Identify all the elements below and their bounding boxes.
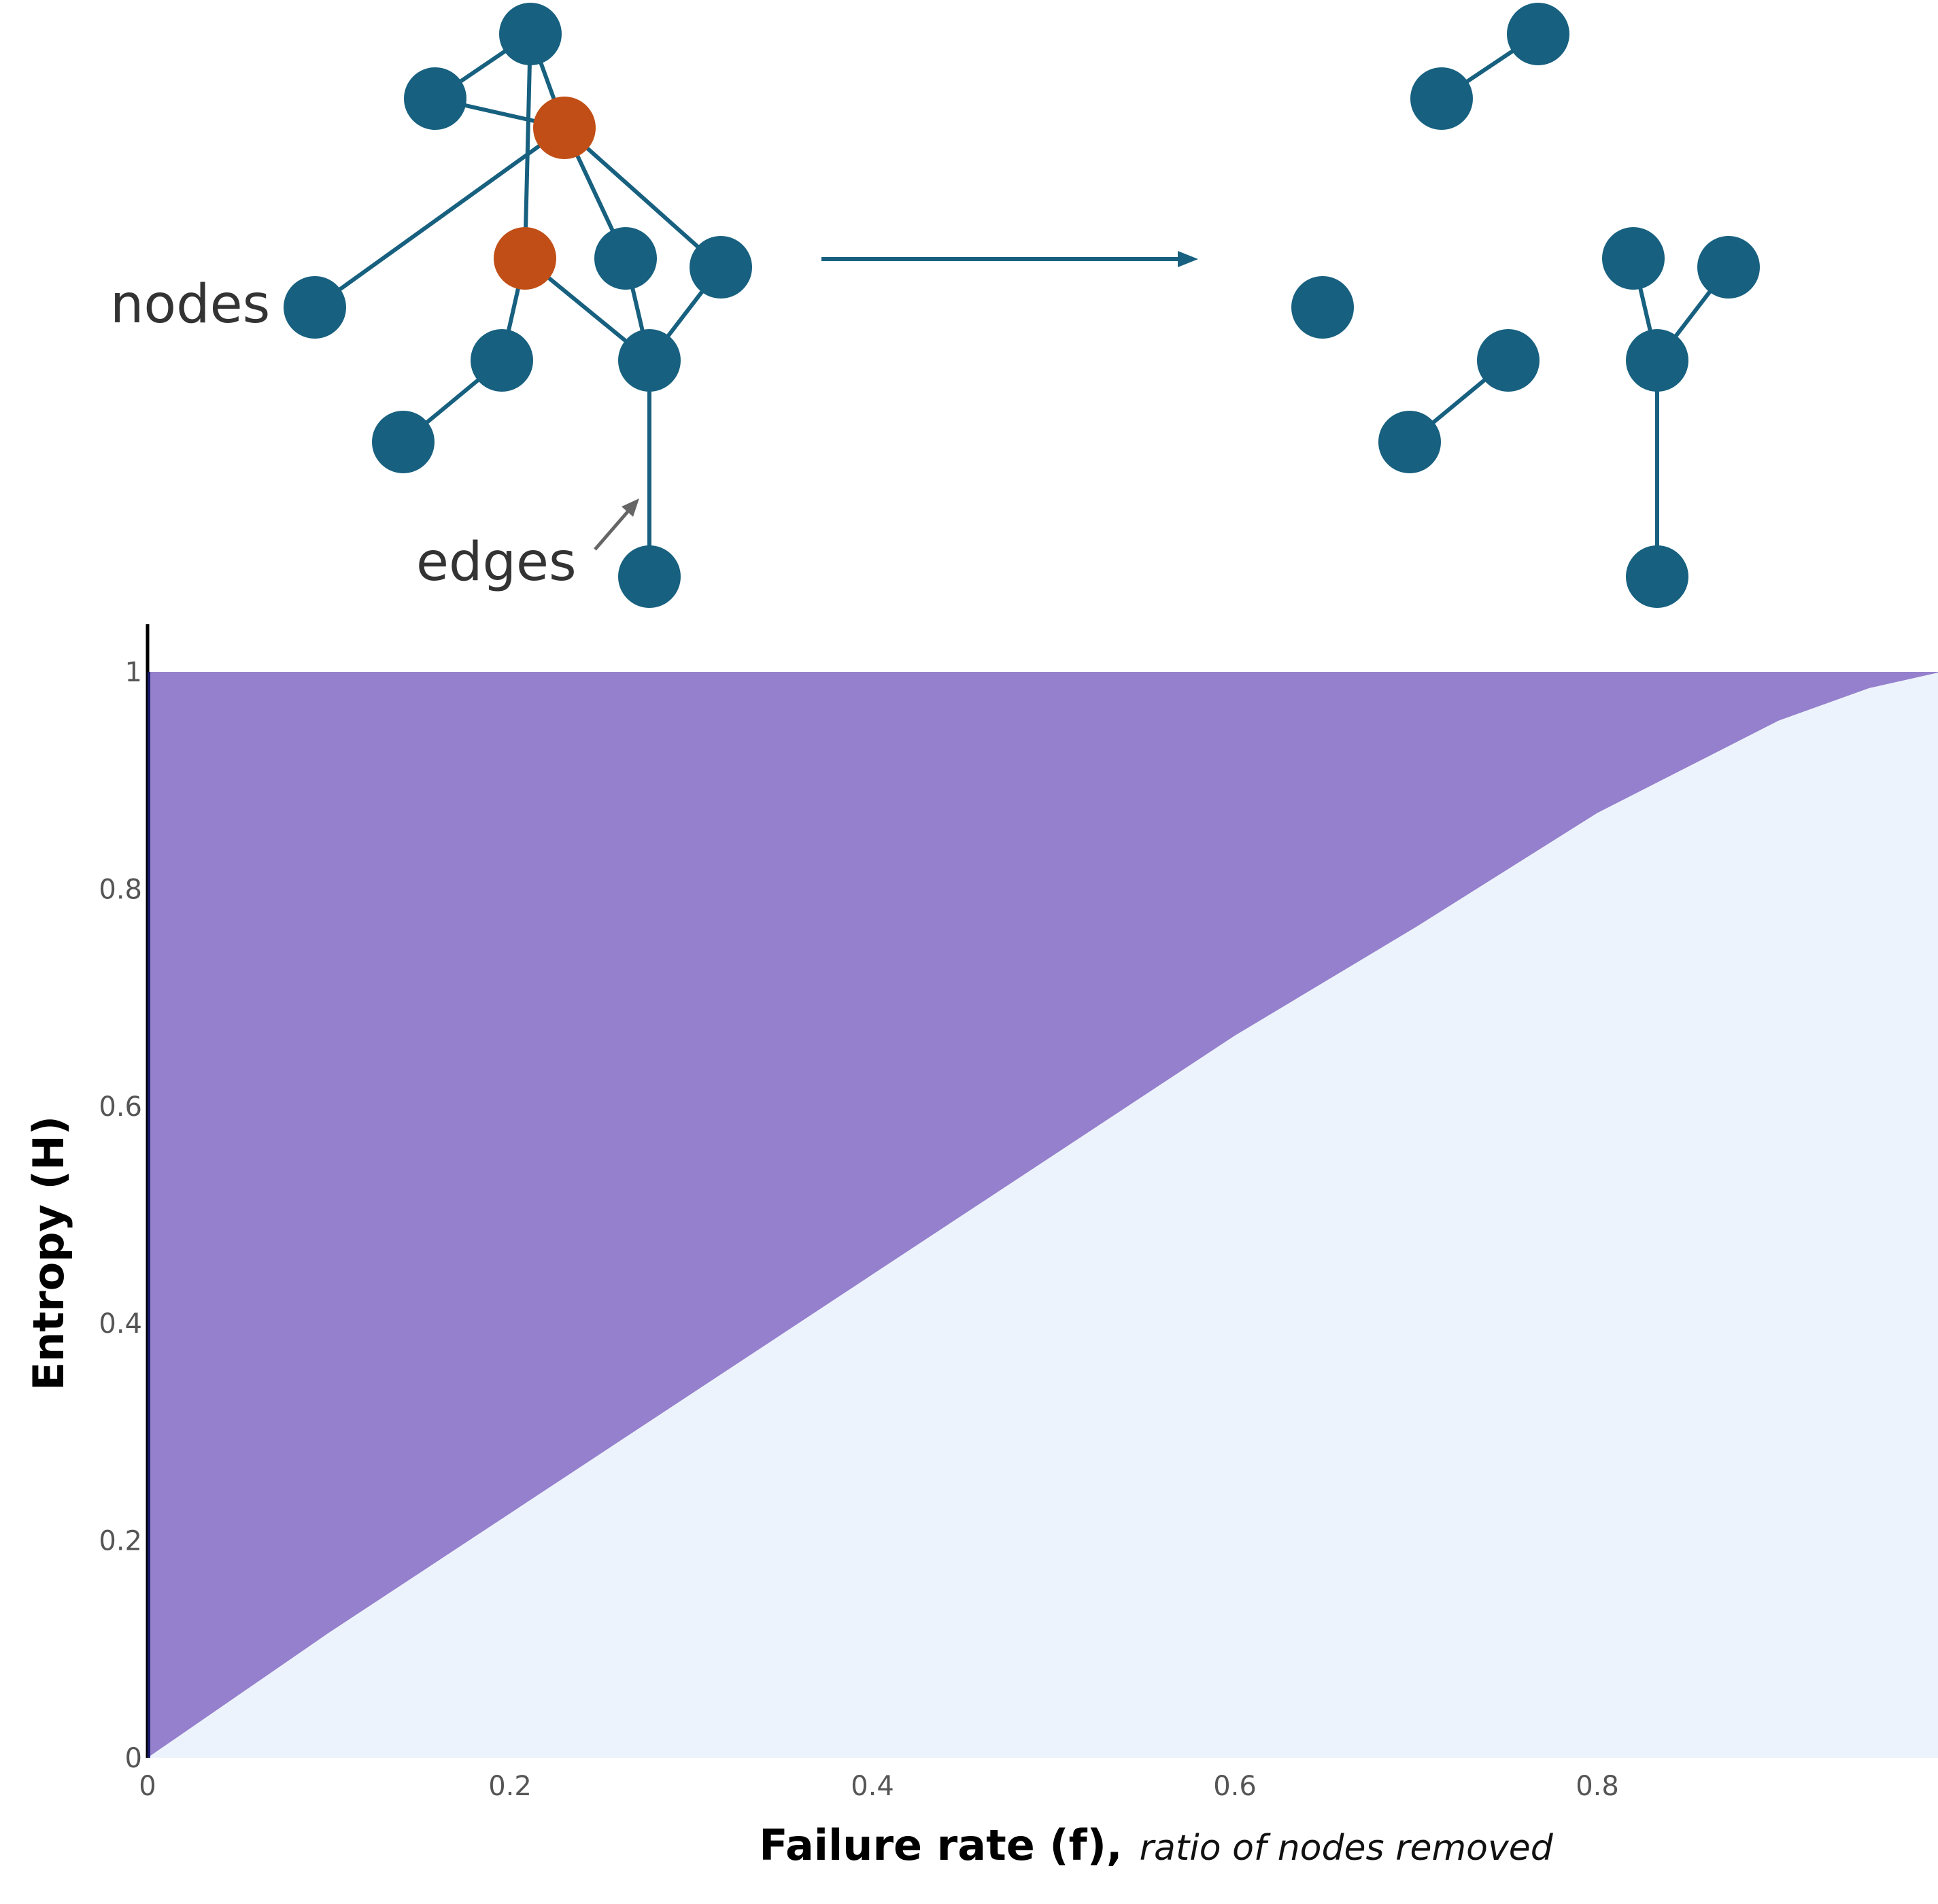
node xyxy=(372,411,435,473)
y-tick-label: 0.8 xyxy=(99,874,142,905)
edge xyxy=(523,33,532,259)
x-tick-label: 0.2 xyxy=(488,1771,532,1802)
y-ticks: 0 0.2 0.4 0.6 0.8 1 xyxy=(99,657,142,1774)
x-tick-label: 0.8 xyxy=(1576,1771,1619,1802)
y-tick-label: 0.6 xyxy=(99,1091,142,1123)
failed-node xyxy=(494,227,556,290)
failed-node xyxy=(533,97,596,159)
x-axis-sublabel: ratio of nodes removed xyxy=(1140,1828,1554,1869)
x-ticks: 0 0.2 0.4 0.6 0.8 xyxy=(139,1771,1619,1802)
edges-callout-arrow xyxy=(594,498,639,551)
node xyxy=(690,236,752,299)
y-tick-label: 1 xyxy=(125,657,142,688)
edge xyxy=(563,126,722,269)
network-before-edges xyxy=(313,32,723,577)
edge xyxy=(313,126,566,309)
x-tick-label: 0.4 xyxy=(851,1771,894,1802)
y-tick-label: 0 xyxy=(125,1743,142,1774)
nodes-callout: nodes xyxy=(110,274,270,335)
node xyxy=(1697,236,1760,299)
y-tick-label: 0.2 xyxy=(99,1526,142,1557)
node xyxy=(594,227,657,290)
node xyxy=(1602,227,1665,290)
node xyxy=(1626,329,1688,392)
node xyxy=(404,67,466,130)
node xyxy=(1477,329,1540,392)
network-after xyxy=(1291,3,1760,608)
x-axis-title: Failure rate (f), ratio of nodes removed xyxy=(759,1820,1553,1870)
lower-area xyxy=(148,672,1938,1758)
node xyxy=(1507,3,1569,65)
y-axis-title: Entropy (H) xyxy=(24,1116,73,1391)
node xyxy=(1378,411,1441,473)
x-tick-label: 0.6 xyxy=(1213,1771,1257,1802)
entropy-chart: 0 0.2 0.4 0.6 0.8 1 0 0.2 0.4 0.6 0.8 Entropy (H)… xyxy=(24,624,1938,1870)
edges-callout: edges xyxy=(416,532,577,593)
node xyxy=(471,329,533,392)
y-tick-label: 0.4 xyxy=(99,1308,142,1340)
node xyxy=(1626,545,1688,608)
node xyxy=(618,329,681,392)
node xyxy=(618,545,681,608)
transition-arrow xyxy=(821,251,1198,267)
upper-area xyxy=(148,672,1938,1758)
node xyxy=(1410,67,1473,130)
x-tick-label: 0 xyxy=(139,1771,156,1802)
node xyxy=(284,276,346,339)
network-before xyxy=(284,3,752,608)
network-diagram: nodes edges xyxy=(110,3,1760,608)
node xyxy=(1291,276,1354,339)
x-axis-label: Failure rate (f), xyxy=(759,1820,1122,1870)
network-after-nodes xyxy=(1291,3,1760,608)
node xyxy=(499,3,562,65)
network-before-nodes xyxy=(284,3,752,608)
